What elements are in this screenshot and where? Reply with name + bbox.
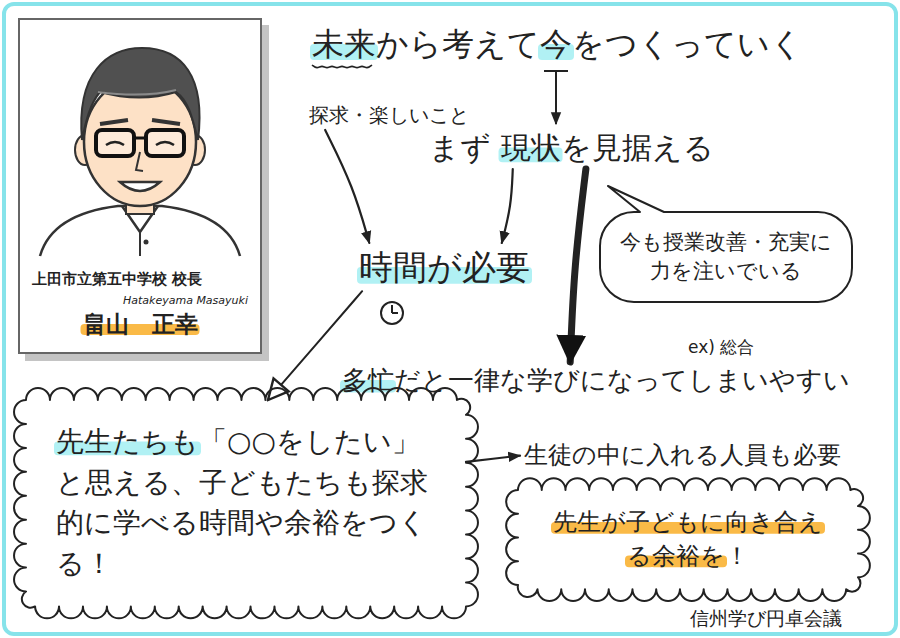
portrait xyxy=(40,48,240,256)
cloud-shape xyxy=(14,388,478,618)
node-text: 探求・楽しいこと xyxy=(309,102,469,128)
label-holder: ex) 総合 xyxy=(688,336,754,358)
note-text: 探求・楽しいこと xyxy=(305,100,473,130)
title: 未来から考えて今をつくっていく xyxy=(312,24,803,66)
node-text: 生徒の中に入れる人員も必要 xyxy=(524,440,841,471)
smile xyxy=(120,182,160,191)
glasses-bridge xyxy=(134,137,146,140)
cloud-bubble: 先生たちも「○○をしたい」と思える、子どもたちも探求的に学べる時間や余裕をつくる… xyxy=(26,400,466,606)
shirt-button xyxy=(144,240,149,245)
glasses-lens xyxy=(96,130,134,156)
eyebrow xyxy=(100,120,128,124)
bubble-shape xyxy=(600,186,852,302)
node-text: 多忙だと一律な学びになってしまいやすい xyxy=(342,364,850,398)
card-ground xyxy=(18,18,262,354)
speech-bubble: 今も授業改善・充実に力を注いでいる xyxy=(600,212,852,302)
squiggle-underline xyxy=(312,65,372,68)
person-name: 畠山 正幸 xyxy=(32,310,248,340)
connector-arrow xyxy=(502,169,513,243)
shirt-placket xyxy=(139,232,141,256)
glasses-lens xyxy=(146,130,184,156)
connector-arrow xyxy=(570,169,586,362)
cloud-bubble: 先生が子どもに向き合える余裕を！ xyxy=(518,490,858,589)
eye xyxy=(156,142,174,145)
clock-face xyxy=(381,302,403,324)
eyebrow xyxy=(152,120,180,124)
clock-hand xyxy=(391,305,393,313)
profile-card: 上田市立第五中学校 校長 Hatakeyama Masayuki 畠山 正幸 xyxy=(18,18,262,354)
key-point: 時間が必要 xyxy=(355,243,534,291)
nose xyxy=(136,152,143,171)
pointer-arrow xyxy=(555,71,557,124)
page-frame xyxy=(4,4,896,634)
pointer-bar xyxy=(544,70,568,72)
bubble-outline xyxy=(600,212,852,302)
eye xyxy=(106,142,124,145)
node-text: 先生たちも「○○をしたい」と思える、子どもたちも探求的に学べる時間や余裕をつくる… xyxy=(56,422,436,584)
example-note: ex) 総合 xyxy=(688,336,754,358)
hair xyxy=(81,48,199,140)
title-holder: 未来から考えて今をつくっていく xyxy=(312,24,803,66)
node-text: 時間が必要 xyxy=(359,245,530,289)
connector-arrow xyxy=(325,130,369,243)
key-point: 多忙だと一律な学びになってしまいやすい xyxy=(338,362,854,400)
node-text: まず 現状を見据える xyxy=(429,128,714,167)
cloud-outline xyxy=(518,490,858,589)
connectors xyxy=(268,130,586,462)
clock-hand xyxy=(392,312,398,314)
clock-icon xyxy=(381,302,403,324)
label-holder: 信州学び円卓会議 xyxy=(690,606,842,631)
node-text: 先生が子どもに向き合える余裕を！ xyxy=(542,506,834,573)
hair-line xyxy=(98,90,176,95)
event-watermark: 信州学び円卓会議 xyxy=(690,606,842,631)
cloud-shape xyxy=(506,478,870,601)
school-title: 上田市立第五中学校 校長 xyxy=(32,270,248,290)
node-text: 今も授業改善・充実に力を注いでいる xyxy=(618,228,834,286)
note-text: 生徒の中に入れる人員も必要 xyxy=(520,438,845,473)
romanized-name: Hatakeyama Masayuki xyxy=(32,294,248,308)
key-point: まず 現状を見据える xyxy=(425,126,718,169)
